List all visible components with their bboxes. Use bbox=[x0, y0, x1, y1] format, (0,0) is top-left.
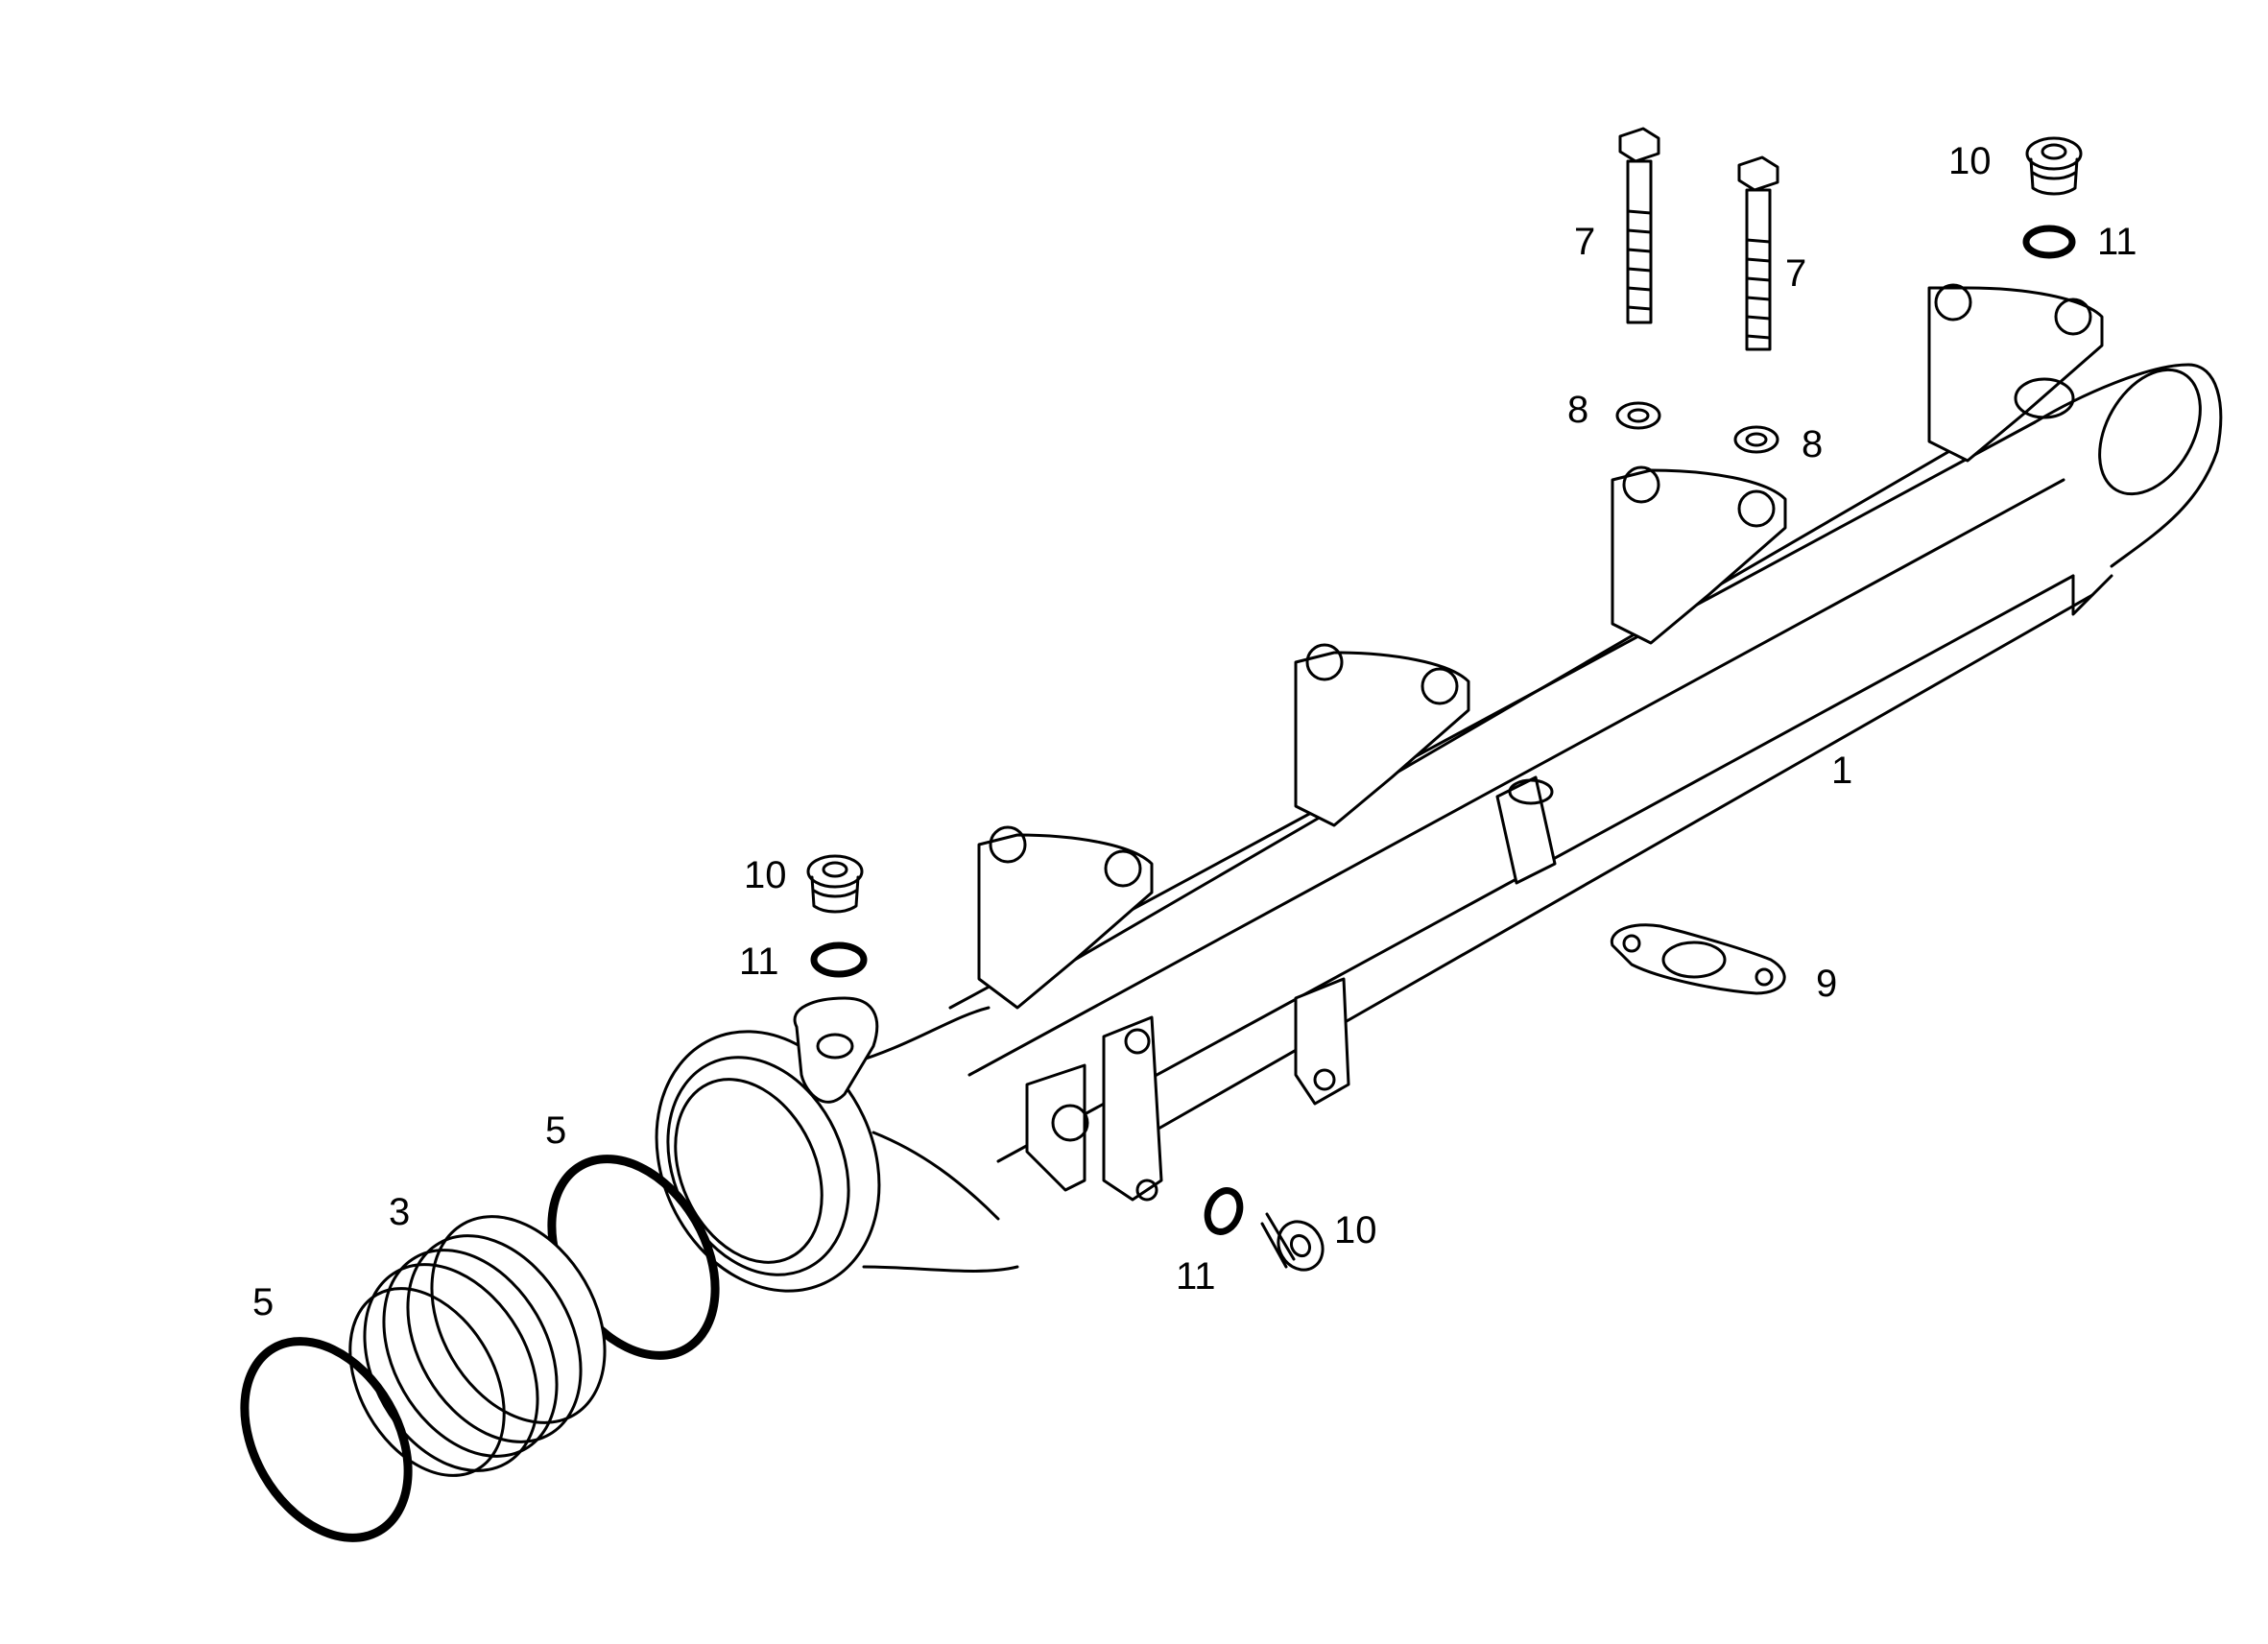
manifold-body bbox=[655, 363, 2223, 1293]
callout-10a: 10 bbox=[1948, 140, 1992, 182]
plug-10c bbox=[1260, 1212, 1325, 1272]
callout-11c: 11 bbox=[1176, 1255, 1216, 1298]
callout-5b: 5 bbox=[252, 1281, 275, 1323]
plug-10b bbox=[806, 854, 864, 914]
gasket-9 bbox=[1610, 923, 1786, 995]
callout-7a: 7 bbox=[1574, 221, 1596, 263]
mounting-pads bbox=[977, 283, 2104, 1010]
bolt-7b bbox=[1737, 155, 1779, 351]
o-ring-5-near bbox=[240, 1337, 413, 1542]
washer-8b bbox=[1733, 425, 1779, 454]
mounting-pad-4 bbox=[1927, 283, 2104, 463]
mounting-pad-3 bbox=[1611, 465, 1787, 645]
callout-8a: 8 bbox=[1567, 389, 1589, 431]
seal-ring-11a bbox=[2022, 225, 2076, 259]
callout-3: 3 bbox=[389, 1191, 411, 1233]
plug-10a bbox=[2025, 136, 2083, 196]
callout-7b: 7 bbox=[1785, 252, 1807, 295]
mounting-pad-1 bbox=[977, 825, 1154, 1010]
callout-1: 1 bbox=[1831, 750, 1853, 792]
seal-ring-11b bbox=[810, 941, 868, 978]
seal-ring-11c bbox=[1204, 1187, 1244, 1235]
callout-9: 9 bbox=[1816, 963, 1838, 1005]
callout-10c: 10 bbox=[1334, 1209, 1377, 1251]
bolt-7a bbox=[1618, 127, 1660, 324]
callout-5a: 5 bbox=[545, 1109, 567, 1152]
mounting-pad-2 bbox=[1294, 643, 1470, 827]
callout-11a: 11 bbox=[2097, 221, 2137, 263]
sleeve-3 bbox=[348, 1215, 607, 1477]
callout-8b: 8 bbox=[1802, 423, 1824, 465]
callout-10b: 10 bbox=[744, 854, 787, 896]
callout-11b: 11 bbox=[739, 941, 779, 983]
washer-8a bbox=[1615, 401, 1661, 430]
